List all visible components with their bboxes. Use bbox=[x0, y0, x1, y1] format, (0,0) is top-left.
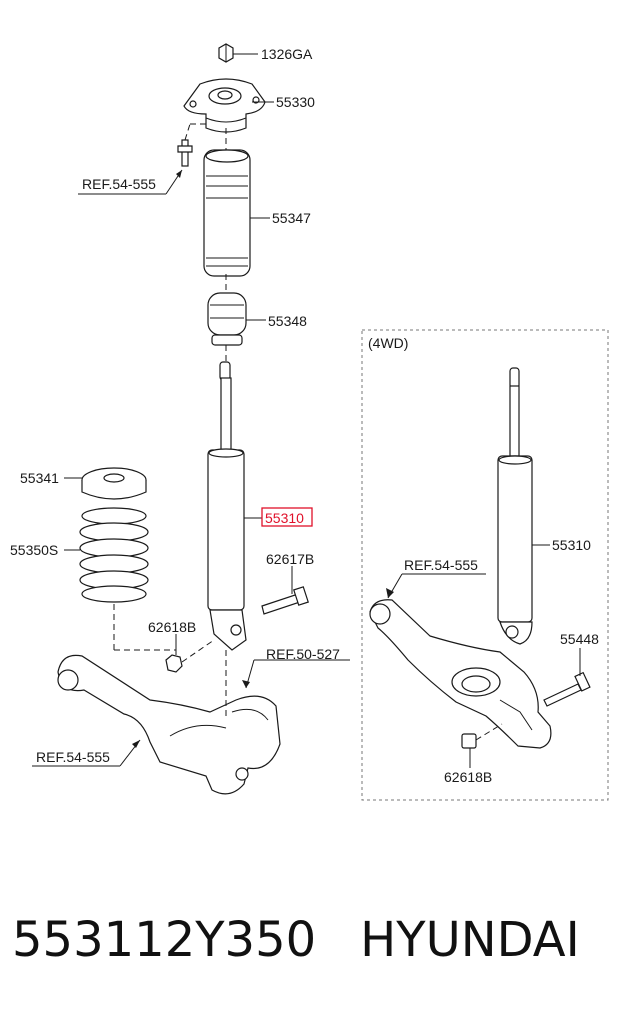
callout-55310-main: 55310 bbox=[265, 510, 304, 526]
callout-55330: 55330 bbox=[276, 94, 315, 110]
dust-boot-part bbox=[203, 149, 251, 277]
highlight-box bbox=[261, 507, 313, 527]
4wd-variant-box bbox=[361, 329, 609, 801]
nut-62618b-part bbox=[165, 639, 215, 673]
callout-ref-54-555-4wd: REF.54-555 bbox=[404, 557, 478, 573]
callout-55350s: 55350S bbox=[10, 542, 58, 558]
brand-name: HYUNDAI bbox=[360, 912, 580, 968]
bolt-55448-part bbox=[543, 671, 591, 707]
mount-bolt-part bbox=[177, 123, 206, 167]
nut-part bbox=[218, 43, 234, 63]
callout-1326ga: 1326GA bbox=[261, 46, 313, 62]
callout-55341: 55341 bbox=[20, 470, 59, 486]
product-caption: 553112Y350 HYUNDAI bbox=[12, 905, 612, 975]
callout-55310-4wd: 55310 bbox=[552, 537, 591, 553]
callout-55347: 55347 bbox=[272, 210, 311, 226]
parts-diagram: 1326GA 55330 REF.54-555 55347 bbox=[10, 43, 609, 801]
nut-62618b-4wd-part bbox=[461, 723, 503, 749]
spring-pad-part bbox=[81, 467, 147, 500]
label-4wd: (4WD) bbox=[368, 335, 408, 351]
lower-arm-part bbox=[57, 654, 281, 795]
callout-ref-50-527: REF.50-527 bbox=[266, 646, 340, 662]
callout-62618b-left: 62618B bbox=[148, 619, 196, 635]
callout-ref-54-555-left: REF.54-555 bbox=[36, 749, 110, 765]
part-number: 553112Y350 bbox=[12, 912, 317, 968]
callout-55448: 55448 bbox=[560, 631, 599, 647]
callout-ref-54-555-top: REF.54-555 bbox=[82, 176, 156, 192]
shock-absorber-4wd-part bbox=[497, 367, 533, 645]
coil-spring-part bbox=[79, 507, 149, 603]
lower-arm-4wd-part bbox=[369, 599, 552, 749]
callout-62618b-4wd: 62618B bbox=[444, 769, 492, 785]
callout-62617b: 62617B bbox=[266, 551, 314, 567]
strut-mount-part bbox=[183, 78, 266, 133]
bump-stop-part bbox=[207, 292, 247, 346]
shock-absorber-part bbox=[207, 361, 247, 651]
callout-55348: 55348 bbox=[268, 313, 307, 329]
bolt-part bbox=[261, 586, 309, 615]
